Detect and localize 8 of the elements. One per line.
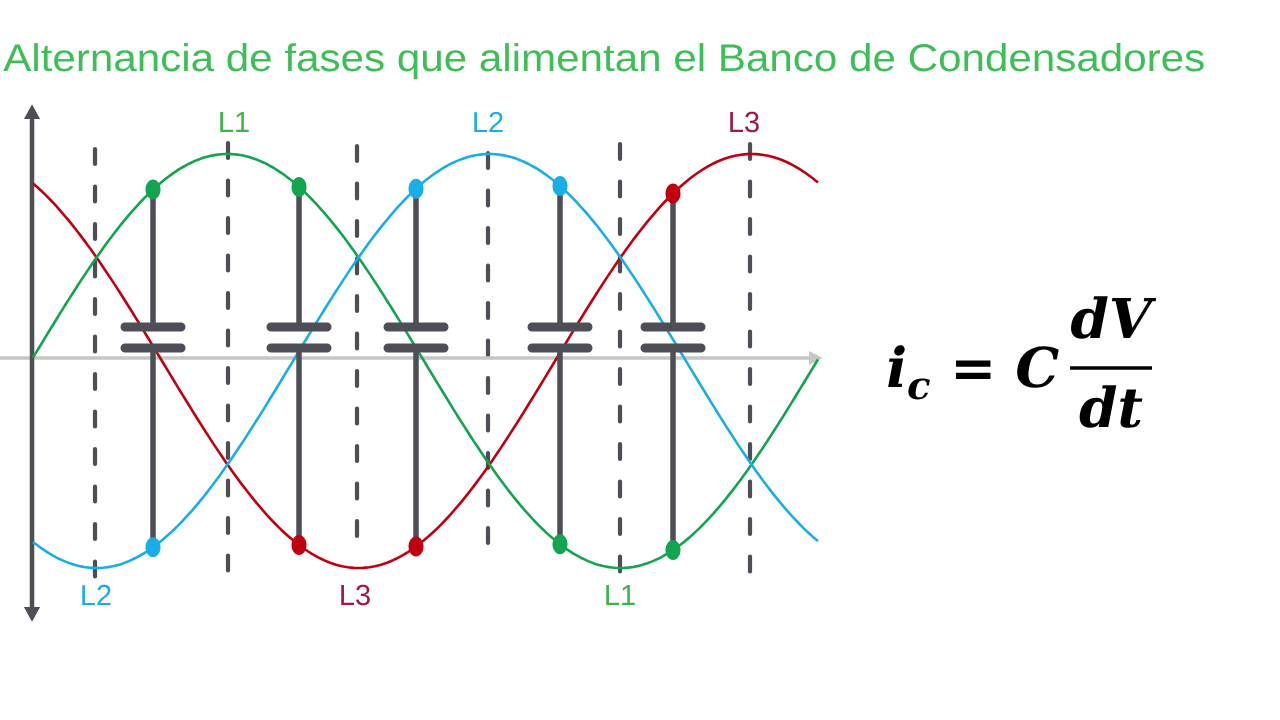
formula: i$_{c}$ = C dV dt [888, 296, 1157, 428]
phase-label: L1 [606, 585, 635, 605]
phase-label: L1 [220, 112, 249, 132]
phase-label: L2 [82, 584, 111, 606]
phase-label: L3 [730, 111, 759, 133]
title: Alternancia de fases que alimentan el Banco de Condensadores [3, 43, 1204, 79]
phase-label: L3 [341, 584, 370, 606]
phase-label: L2 [474, 111, 503, 133]
